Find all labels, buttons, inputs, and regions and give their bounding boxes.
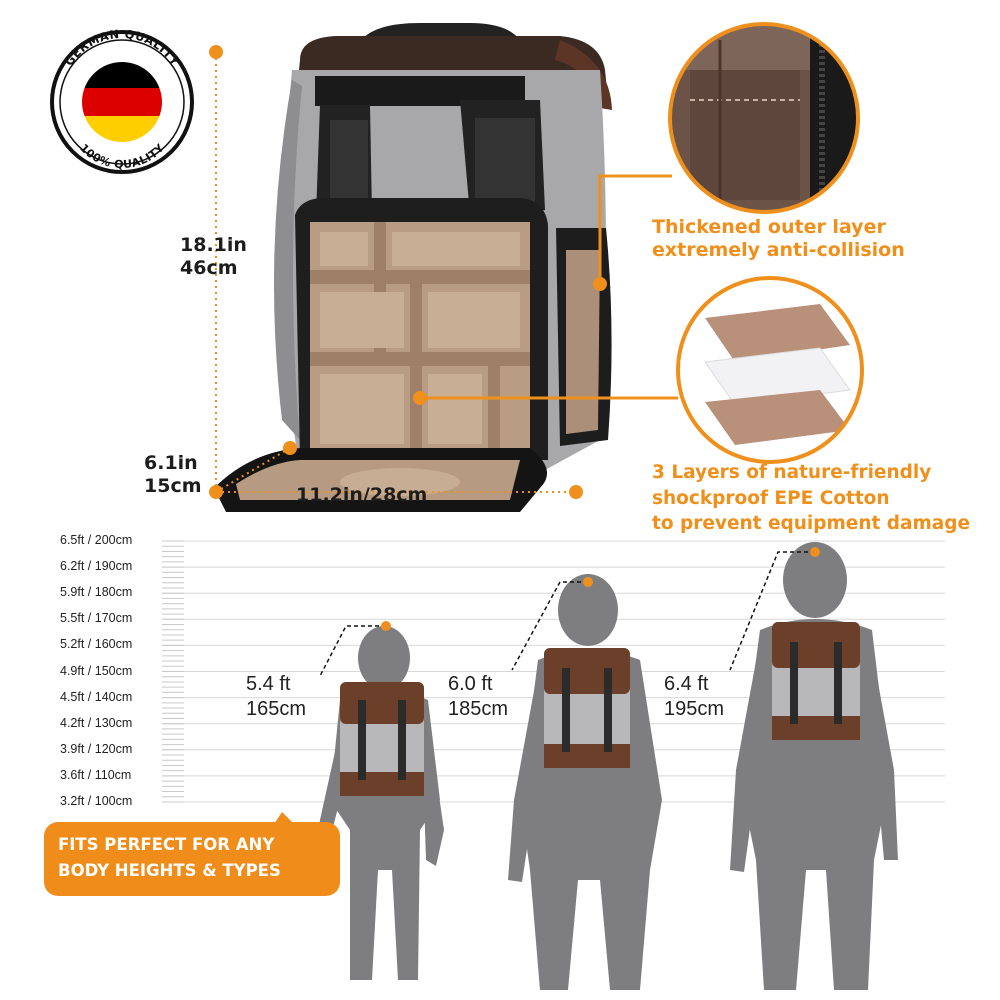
layer-top — [705, 304, 850, 362]
height-centimeters: 46cm — [180, 257, 238, 280]
fit-callout-line-2: BODY HEIGHTS & TYPES — [58, 860, 281, 880]
fit-callout-badge: FITS PERFECT FOR ANY BODY HEIGHTS & TYPE… — [44, 822, 340, 896]
outer-layer-feature: Thickened outer layer extremely anti-col… — [652, 216, 905, 262]
epe-line-3: to prevent equipment damage — [652, 513, 971, 535]
scale-label: 4.2ft / 130cm — [60, 715, 133, 730]
person-185-cm: 185cm — [448, 698, 509, 720]
worn-backpack-195 — [772, 622, 860, 740]
silhouette-185cm — [508, 574, 662, 990]
person-label-165: 5.4 ft 165cm — [246, 672, 306, 722]
scale-label: 5.9ft / 180cm — [60, 585, 133, 600]
person-195-feet: 6.4 ft — [664, 673, 709, 695]
person-195-cm: 195cm — [664, 698, 725, 720]
scale-label: 3.9ft / 120cm — [60, 741, 133, 756]
outer-layer-line-1: Thickened outer layer — [652, 216, 886, 238]
scale-label: 6.5ft / 200cm — [60, 533, 133, 547]
epe-layers-zoom — [678, 278, 862, 462]
person-label-185: 6.0 ft 185cm — [448, 672, 508, 722]
height-inches: 18.1in — [180, 234, 247, 256]
outer-layer-line-2: extremely anti-collision — [652, 239, 905, 262]
depth-dimension-line — [215, 447, 291, 493]
width-label: 11.2in/28cm — [296, 484, 428, 506]
scale-label: 4.9ft / 150cm — [60, 663, 133, 678]
person-165-cm: 165cm — [246, 698, 307, 720]
scale-label: 6.2ft / 190cm — [60, 559, 133, 574]
layer-bottom — [705, 390, 850, 445]
person-label-195: 6.4 ft 195cm — [664, 672, 724, 722]
scale-label: 3.6ft / 110cm — [60, 767, 132, 782]
silhouette-165cm — [312, 626, 444, 980]
worn-backpack-185 — [544, 648, 630, 768]
epe-line-2: shockproof EPE Cotton — [652, 487, 890, 509]
scale-label: 5.5ft / 170cm — [60, 611, 133, 626]
epe-line-1: 3 Layers of nature-friendly — [652, 462, 932, 483]
worn-backpack-165 — [340, 682, 424, 796]
person-165-feet: 5.4 ft — [246, 673, 291, 695]
scale-label: 3.2ft / 100cm — [60, 794, 133, 808]
depth-label: 6.1in 15cm — [144, 452, 202, 498]
depth-centimeters: 15cm — [144, 475, 202, 498]
epe-layers-feature: 3 Layers of nature-friendly shockproof E… — [652, 460, 970, 537]
scale-label: 5.2ft / 160cm — [60, 637, 133, 652]
depth-inches: 6.1in — [144, 452, 198, 474]
height-label: 18.1in 46cm — [180, 234, 247, 280]
person-185-feet: 6.0 ft — [448, 673, 493, 695]
zoom-circle-ring — [676, 276, 864, 464]
scale-label: 4.5ft / 140cm — [60, 689, 133, 704]
zoom-circle-ring — [668, 22, 860, 214]
fit-callout-line-1: FITS PERFECT FOR ANY — [58, 835, 275, 854]
